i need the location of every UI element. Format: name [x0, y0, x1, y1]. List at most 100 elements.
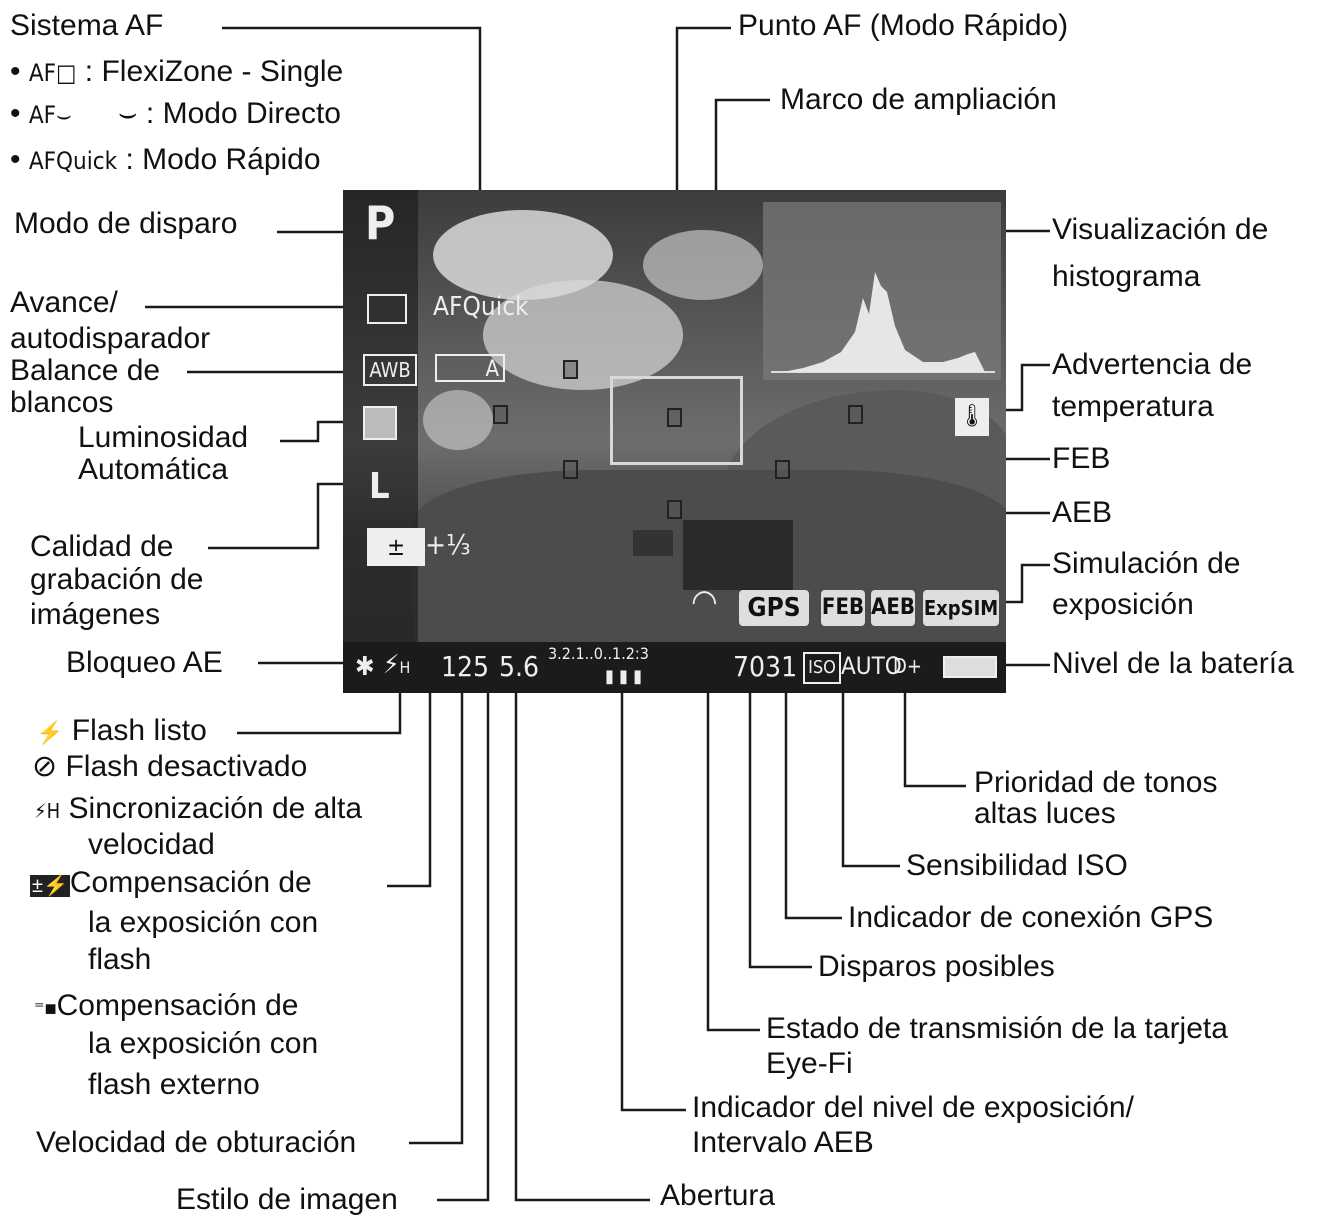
label-sync-2: velocidad	[88, 828, 215, 861]
leader-flash-listo	[237, 680, 402, 735]
af-quick-code: AFQuick	[28, 147, 118, 175]
label-temp-2: temperatura	[1052, 390, 1214, 423]
label-calidad-3: imágenes	[30, 598, 161, 631]
leader-nivel	[620, 680, 686, 1112]
label-prioridad-2: altas luces	[974, 797, 1116, 830]
label-histo-1: Visualización de	[1052, 213, 1269, 246]
flash-comp-value: +⅓	[425, 528, 471, 561]
hut-small	[633, 530, 673, 556]
label-balance-2: blancos	[10, 386, 114, 419]
bullet-af-quick: • AFQuick : Modo Rápido	[10, 143, 321, 176]
af-flexi-code: AF□	[28, 59, 77, 87]
af-point	[848, 405, 863, 424]
image-quality-display: L	[369, 466, 390, 507]
label-sistema-af: Sistema AF	[10, 9, 164, 42]
label-aeb: AEB	[1052, 496, 1113, 529]
shooting-mode-display: P	[365, 196, 396, 250]
leader-disparos	[748, 680, 812, 969]
battery-icon	[943, 656, 997, 678]
flash-ready-icon-legend: ⚡	[36, 720, 64, 745]
cloud	[643, 230, 763, 300]
drive-mode-icon	[367, 294, 407, 324]
picture-style-value: A	[485, 357, 499, 382]
label-disparos: Disparos posibles	[818, 950, 1055, 983]
exposure-level-scale: 3.2.1..0..1.2:3	[548, 644, 649, 663]
flash-comp-legend-icon: ±⚡	[30, 875, 70, 897]
flash-comp-icon: ±	[367, 528, 425, 566]
label-balance-1: Balance de	[10, 354, 161, 387]
label-avance-1: Avance/	[10, 286, 118, 319]
picture-style-icon: A	[435, 354, 505, 382]
white-balance-icon: AWB	[363, 354, 417, 386]
magnify-frame	[610, 376, 743, 465]
ae-lock-icon: ✱	[355, 652, 375, 682]
label-sim-1: Simulación de	[1052, 547, 1241, 580]
label-punto-af: Punto AF (Modo Rápido)	[738, 9, 1069, 42]
label-avance-2: autodisparador	[10, 322, 211, 355]
label-prioridad-1: Prioridad de tonos	[974, 766, 1218, 799]
bottom-info-bar: ✱ ⚡H 125 5.6 3.2.1..0..1.2:3 ▮ ▮ ▮ 7031 …	[343, 642, 1006, 693]
af-face-code: AF⌣	[28, 101, 72, 129]
af-point	[563, 360, 578, 379]
flash-high-speed-label: H	[399, 658, 411, 677]
cloud	[483, 280, 683, 390]
exposure-level-ticks: ▮ ▮ ▮	[605, 666, 643, 687]
label-gps: Indicador de conexión GPS	[848, 901, 1214, 934]
gps-indicator: GPS	[739, 590, 809, 626]
cloud	[423, 390, 493, 450]
shutter-speed-display: 125	[441, 650, 490, 683]
label-flash-desactivado: ⊘ Flash desactivado	[32, 750, 308, 783]
hut	[683, 520, 793, 590]
label-bloqueo-ae: Bloqueo AE	[66, 646, 223, 679]
bullet-af-face: • AF⌣⌣ : Modo Directo	[10, 97, 341, 130]
external-flash-icon: ⁼■	[34, 998, 57, 1020]
flash-ready-icon: ⚡H	[383, 650, 411, 680]
af-point	[667, 500, 682, 519]
label-compx-2: la exposición con	[88, 1027, 319, 1060]
leader-prioridad	[903, 690, 966, 788]
af-point	[493, 405, 508, 424]
histogram-graph	[771, 272, 995, 373]
label-compx-1: ⁼■Compensación de	[34, 989, 299, 1022]
leader-sim	[998, 563, 1050, 604]
label-eyefi-2: Eye-Fi	[766, 1047, 853, 1080]
label-nivel-2: Intervalo AEB	[692, 1126, 874, 1159]
leader-lum	[280, 420, 356, 443]
eyefi-icon: ◠	[691, 582, 718, 622]
af-face-text: : Modo Directo	[145, 97, 341, 130]
af-quick-indicator: AFQuick	[433, 292, 529, 322]
face-icon: ⌣	[117, 97, 138, 130]
label-velocidad: Velocidad de obturación	[36, 1126, 357, 1159]
flash-h-icon: ⚡H	[34, 799, 61, 823]
temperature-warning-icon: 🌡	[955, 398, 989, 436]
label-compx-3: flash externo	[88, 1068, 260, 1101]
iso-value: AUTO	[841, 652, 902, 680]
highlight-tone-priority: D+	[893, 654, 922, 678]
label-nivel-1: Indicador del nivel de exposición/	[692, 1091, 1134, 1124]
label-temp-1: Advertencia de	[1052, 348, 1253, 381]
label-lum-2: Automática	[78, 453, 229, 486]
flash-off-icon: ⊘	[32, 750, 58, 783]
label-estilo: Estilo de imagen	[176, 1183, 398, 1216]
label-abertura: Abertura	[660, 1179, 776, 1212]
label-modo-disparo: Modo de disparo	[14, 207, 238, 240]
label-comp-3: flash	[88, 943, 152, 976]
label-sim-2: exposición	[1052, 588, 1194, 621]
leader-eyefi	[706, 620, 760, 1032]
label-lum-1: Luminosidad	[78, 421, 249, 454]
label-eyefi-1: Estado de transmisión de la tarjeta	[766, 1012, 1228, 1045]
bullet-af-flexi: • AF□ : FlexiZone - Single	[10, 55, 344, 88]
label-bateria: Nivel de la batería	[1052, 647, 1294, 680]
af-point	[667, 408, 682, 427]
label-marco: Marco de ampliación	[780, 83, 1057, 116]
leader-iso	[841, 690, 900, 868]
leader-velocidad	[409, 680, 464, 1145]
label-feb: FEB	[1052, 442, 1111, 475]
leader-gps	[784, 622, 842, 920]
label-comp-2: la exposición con	[88, 906, 319, 939]
af-quick-text: : Modo Rápido	[125, 143, 321, 176]
label-comp-1: ±⚡Compensación de	[30, 866, 312, 899]
auto-lighting-optimizer-icon	[363, 406, 397, 440]
feb-indicator: FEB	[821, 590, 865, 626]
af-point	[775, 460, 790, 479]
